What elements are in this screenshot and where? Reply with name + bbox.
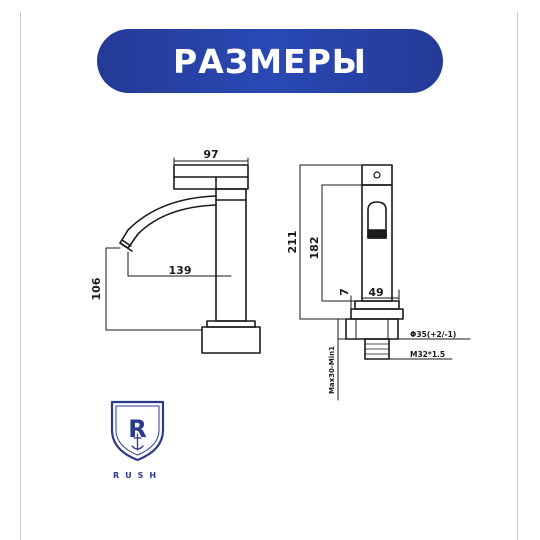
label-m32: M32*1.5 [410,350,445,359]
label-97: 97 [203,148,218,161]
spout-outlet [367,201,387,239]
dim-139 [127,251,232,277]
title-banner: РАЗМЕРЫ [97,29,443,93]
label-7: 7 [338,288,351,296]
page-title: РАЗМЕРЫ [173,41,367,81]
label-49: 49 [368,286,383,299]
brand-name: RUSH [113,471,162,480]
mount-nut [345,318,399,340]
handle-cap [361,164,393,186]
page-frame [20,12,518,540]
label-max30: Max30-Min1 [328,346,336,394]
front-view [345,164,404,360]
dim-97 [173,157,249,165]
spout [119,195,217,249]
rush-logo [110,400,165,462]
label-182: 182 [308,237,321,260]
label-106: 106 [90,277,103,300]
dim-max30 [337,318,347,401]
dim-leaders [388,338,471,360]
dim-7-49 [350,289,400,310]
logo-letter: R [128,415,146,443]
label-211: 211 [286,231,299,254]
faucet-body [215,188,247,322]
side-view [119,164,261,354]
dim-106 [105,247,203,331]
dim-211-182 [299,164,363,320]
label-phi35: Φ35(+2/-1) [410,330,456,339]
faucet-base [201,326,261,354]
label-139: 139 [169,264,192,277]
